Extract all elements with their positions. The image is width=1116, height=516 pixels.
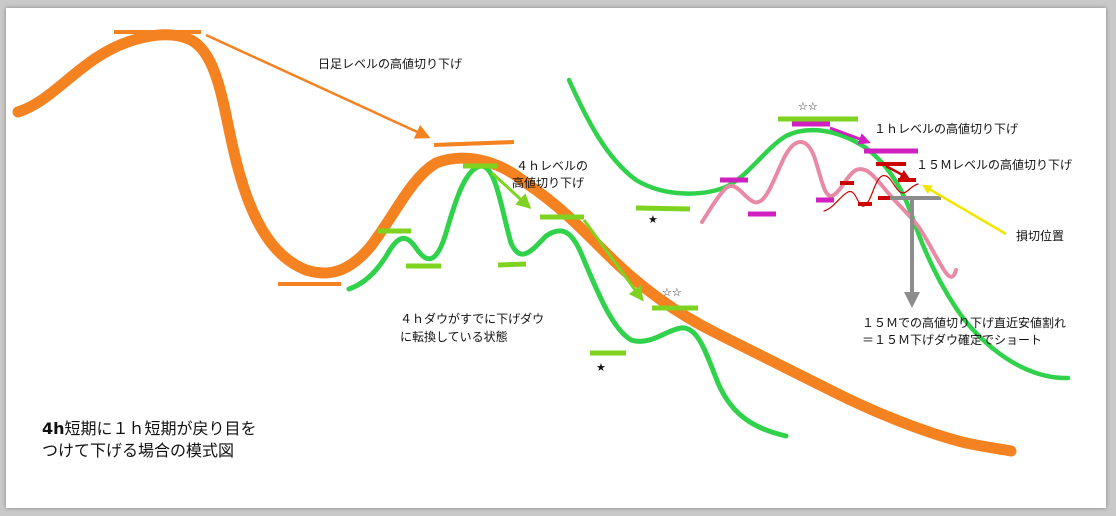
stop-loss-label: 損切位置 bbox=[1016, 229, 1065, 243]
four-h-wave-line bbox=[346, 163, 789, 439]
four-h-lower-high-label-2: 高値切り下げ bbox=[512, 176, 585, 190]
double-star-marker-2: ☆☆ bbox=[798, 100, 818, 113]
four-h-lower-high-label-1: ４ｈレベルの bbox=[516, 159, 589, 173]
one-h-wave-line bbox=[566, 77, 1071, 381]
four-h-dow-label-2: に転換している状態 bbox=[400, 330, 508, 344]
fifteen-m-arrow bbox=[885, 164, 911, 180]
four-h-arrow-1 bbox=[490, 171, 532, 210]
daily-lower-high-label: 日足レベルの高値切り下げ bbox=[318, 57, 463, 71]
title-line-2: つけて下げる場合の模式図 bbox=[42, 441, 235, 460]
fifteen-m-red-wave bbox=[823, 175, 919, 212]
fifteen-m-lower-high-label: １５Ｍレベルの高値切り下げ bbox=[916, 158, 1073, 172]
four-h-level-4 bbox=[497, 261, 527, 268]
fifteen-m-break-label-2: ＝１５Ｍ下げダウ確定でショート bbox=[862, 333, 1043, 347]
star-marker-2: ★ bbox=[596, 361, 606, 374]
daily-high-level-2 bbox=[433, 140, 515, 147]
title-line-1: 4h短期に１ｈ短期が戻り目を bbox=[42, 418, 257, 440]
four-h-arrow-2 bbox=[582, 219, 644, 302]
fifteen-m-break-label-1: １５Ｍでの高値切り下げ直近安値割れ bbox=[862, 316, 1067, 330]
title-bold-4h: 4h bbox=[42, 419, 65, 438]
one-h-lower-high-label: １ｈレベルの高値切り下げ bbox=[874, 122, 1019, 136]
one-h-lower-high-arrow bbox=[829, 126, 871, 145]
diagram-canvas: 日足レベルの高値切り下げ ４ｈレベルの 高値切り下げ １ｈレベルの高値切り下げ … bbox=[6, 8, 1106, 508]
four-h-dow-label-1: ４ｈダウがすでに下げダウ bbox=[400, 312, 545, 326]
stop-loss-arrow bbox=[921, 184, 1007, 236]
diagram-title: 4h短期に１ｈ短期が戻り目を つけて下げる場合の模式図 bbox=[42, 418, 257, 462]
daily-trend-line bbox=[12, 29, 1017, 457]
daily-lower-high-arrow bbox=[205, 33, 431, 139]
star-marker-1: ★ bbox=[648, 213, 658, 226]
four-h-level-8 bbox=[635, 205, 691, 212]
fifteen-m-pink-wave bbox=[700, 140, 958, 279]
double-star-marker-1: ☆☆ bbox=[662, 286, 682, 299]
title-line-1-text: 短期に１ｈ短期が戻り目を bbox=[64, 419, 257, 438]
diagram-svg bbox=[12, 29, 1071, 457]
